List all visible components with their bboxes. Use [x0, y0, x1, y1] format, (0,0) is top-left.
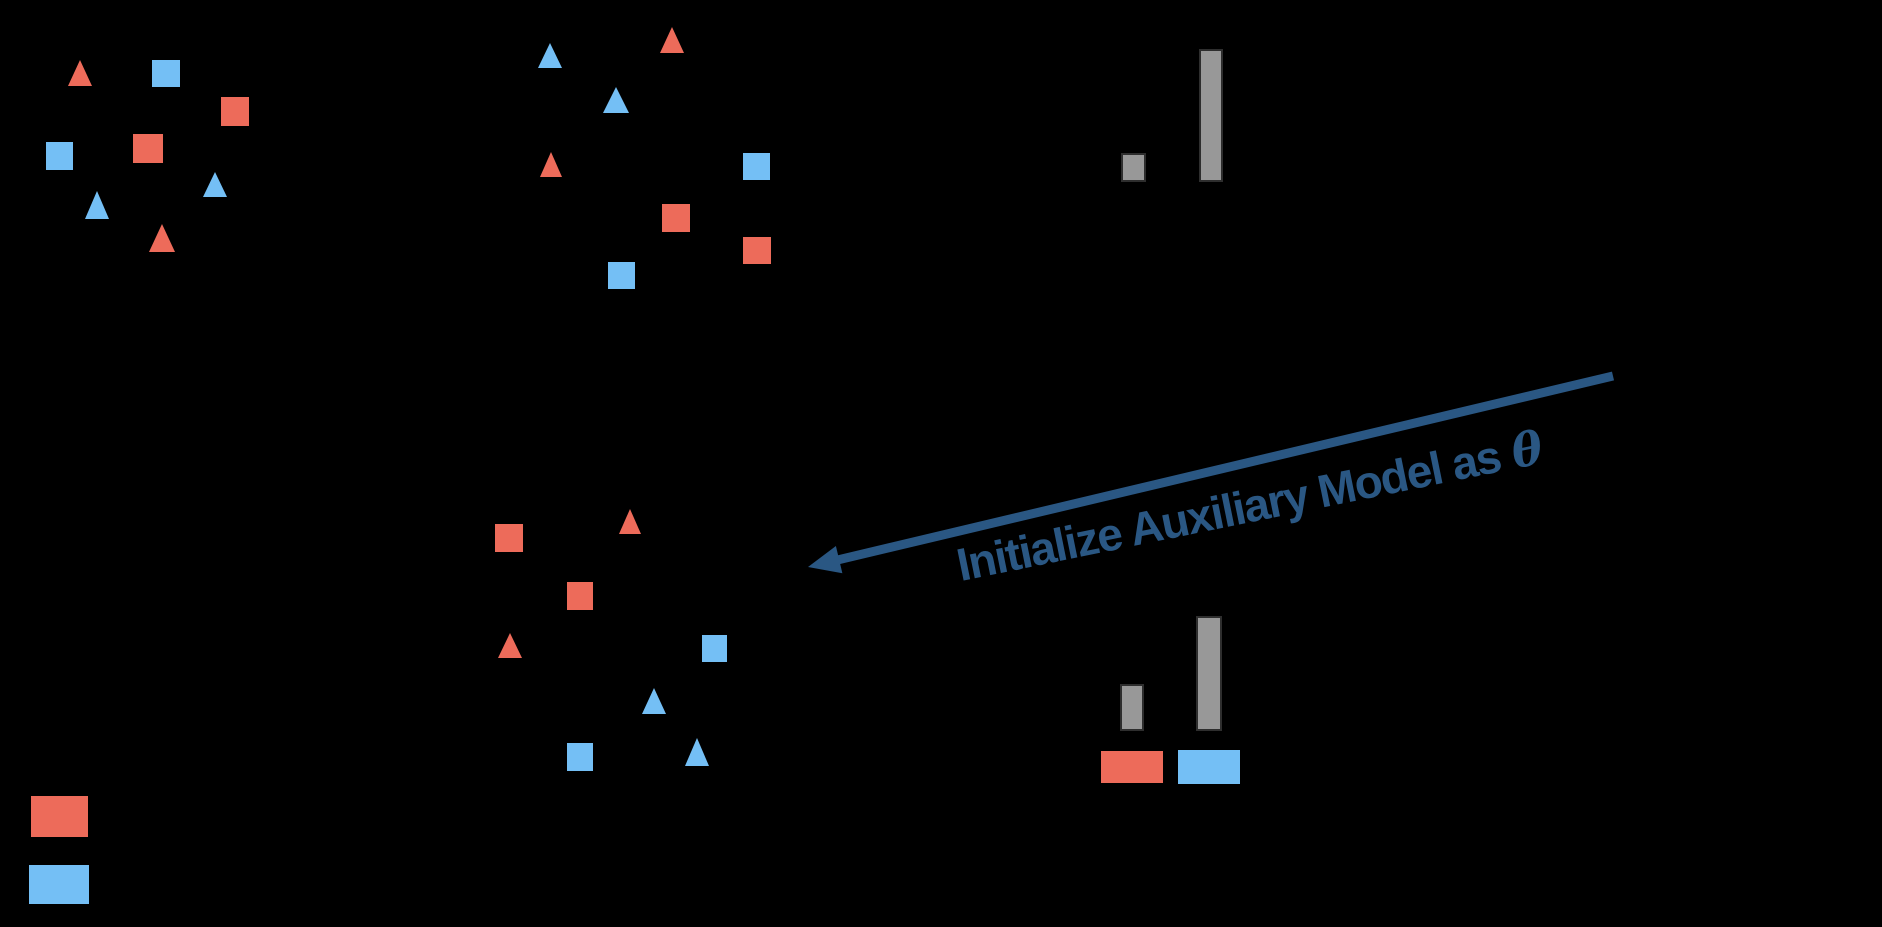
- dataset-center-blue-square: [702, 635, 727, 662]
- bottom-chart-bar-short: [1120, 684, 1144, 731]
- bottom-chart-bar-tall: [1196, 616, 1222, 731]
- legend-red-swatch: [31, 796, 88, 837]
- dataset-top-middle-red-square: [662, 204, 690, 232]
- dataset-top-left-blue-triangle: [203, 172, 227, 197]
- dataset-top-middle-red-triangle: [660, 27, 684, 53]
- dataset-top-left-blue-square: [46, 142, 73, 170]
- dataset-top-left-red-triangle: [68, 60, 92, 86]
- dataset-top-left-blue-square: [152, 60, 180, 87]
- dataset-top-left-red-triangle: [149, 224, 175, 252]
- legend-blue-swatch: [29, 865, 89, 904]
- dataset-top-left-red-square: [221, 97, 249, 126]
- dataset-top-left-red-square: [133, 134, 163, 163]
- dataset-top-middle-blue-square: [608, 262, 635, 289]
- dataset-center-red-triangle: [498, 633, 522, 658]
- bottom-chart-blue-category: [1178, 750, 1240, 784]
- top-chart-bar-short: [1121, 153, 1146, 182]
- top-chart-bar-tall: [1199, 49, 1223, 182]
- dataset-top-middle-blue-square: [743, 153, 770, 180]
- dataset-center-red-square: [567, 582, 593, 610]
- dataset-center-blue-triangle: [685, 738, 709, 766]
- dataset-top-middle-red-square: [743, 237, 771, 264]
- dataset-center-red-square: [495, 524, 523, 552]
- dataset-top-middle-red-triangle: [540, 152, 562, 177]
- dataset-top-middle-blue-triangle: [538, 43, 562, 68]
- dataset-center-blue-square: [567, 743, 593, 771]
- dataset-center-blue-triangle: [642, 688, 666, 714]
- bottom-chart-red-category: [1101, 751, 1163, 783]
- dataset-top-middle-blue-triangle: [603, 87, 629, 113]
- dataset-center-red-triangle: [619, 509, 641, 534]
- dataset-top-left-blue-triangle: [85, 191, 109, 219]
